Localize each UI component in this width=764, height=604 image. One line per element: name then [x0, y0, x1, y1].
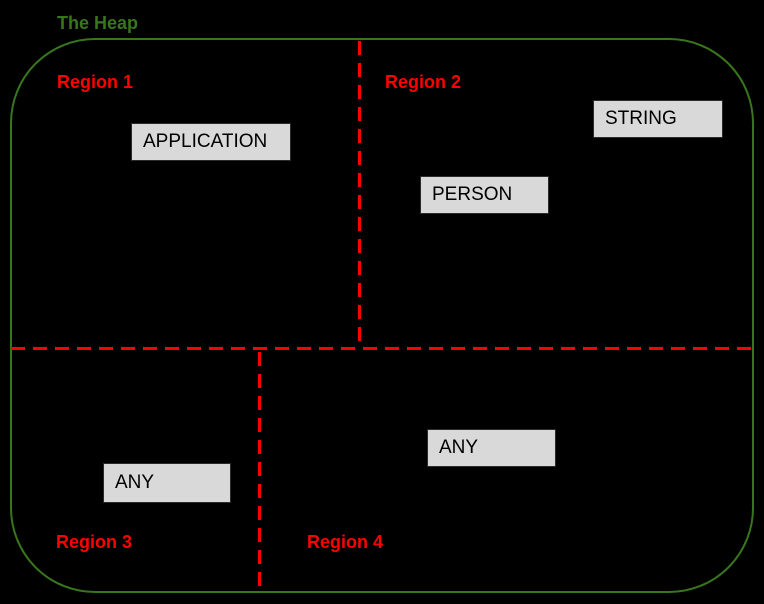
region-4-label: Region 4	[307, 532, 384, 552]
divider-vertical-bottom	[258, 352, 261, 592]
node-string: STRING	[593, 100, 723, 138]
divider-vertical-top	[358, 41, 361, 347]
heap-boundary-outline	[10, 38, 754, 593]
node-application: APPLICATION	[131, 123, 291, 161]
region-1-label: Region 1	[57, 72, 134, 92]
node-person: PERSON	[420, 176, 549, 214]
divider-horizontal	[11, 347, 753, 350]
node-any-region-4: ANY	[427, 429, 556, 467]
heap-title: The Heap	[57, 13, 139, 33]
region-3-label: Region 3	[56, 532, 133, 552]
region-2-label: Region 2	[385, 72, 462, 92]
node-any-region-3: ANY	[103, 463, 231, 503]
